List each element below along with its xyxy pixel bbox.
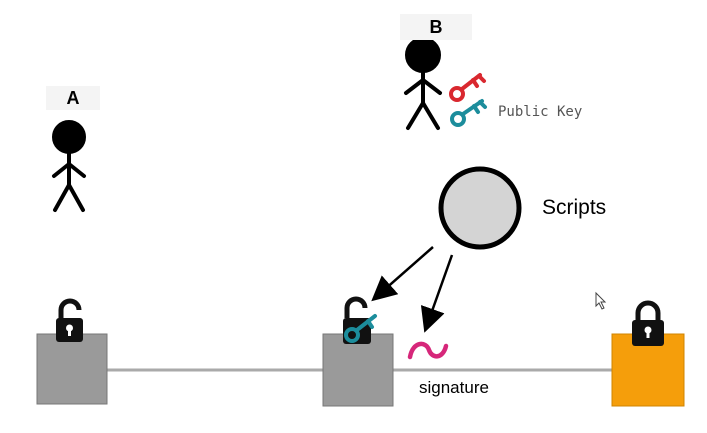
public-key-label: Public Key (498, 104, 583, 120)
actor-b-label: B (400, 14, 472, 40)
actor-a-label: A (46, 86, 100, 110)
stick-figure-b-icon (404, 37, 442, 130)
stick-figure-a-icon (52, 120, 86, 212)
box-middle (322, 333, 394, 407)
scripts-circle (438, 166, 522, 250)
public-key-teal-icon (450, 99, 487, 127)
signature-squiggle-icon (407, 341, 449, 360)
signature-label: signature (419, 378, 489, 397)
box-left (36, 333, 108, 405)
cursor-icon (595, 291, 607, 310)
key-in-lock-teal-icon (344, 314, 377, 343)
unlocked-padlock-left-icon (56, 298, 83, 342)
locked-padlock-right-icon (632, 300, 664, 346)
scripts-label: Scripts (542, 196, 607, 219)
arrow-to-lock (371, 246, 434, 302)
arrow-to-signature (420, 254, 454, 333)
private-key-red-icon (449, 73, 486, 102)
